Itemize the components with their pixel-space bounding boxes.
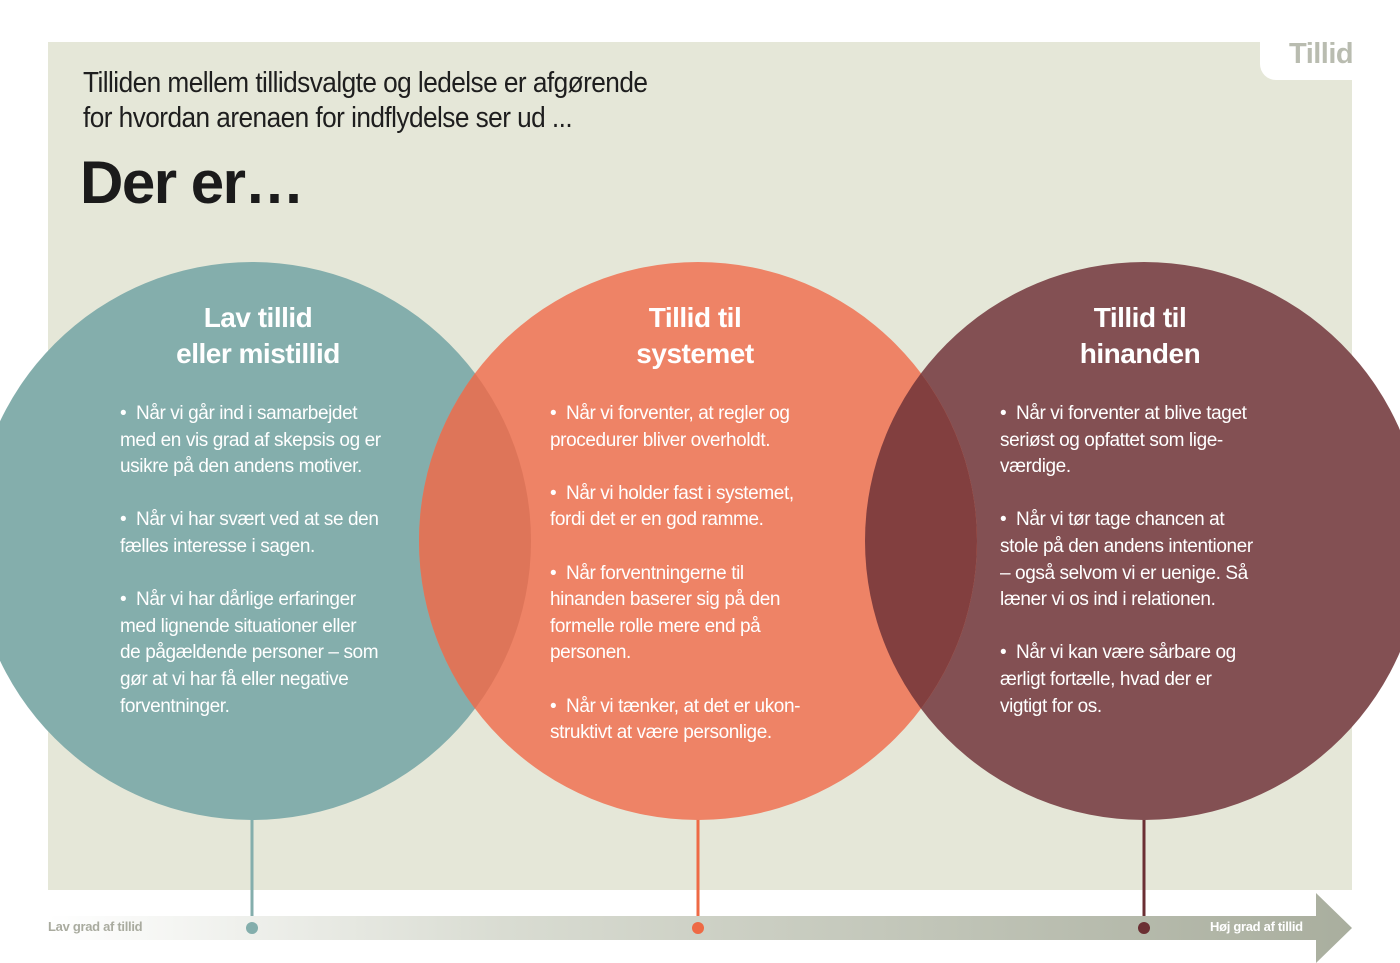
bullet-text: Når vi forventer at blive taget: [1016, 403, 1247, 424]
bullet-line: de pågældende personer – som: [120, 640, 381, 667]
page-title: Der er…: [80, 149, 304, 216]
bullet-text: stole på den andens intentioner: [1000, 535, 1253, 557]
bullet-line: • Når vi forventer at blive taget: [1000, 401, 1253, 428]
bullet-text: struktivt at være personlige.: [550, 722, 772, 744]
bullet-line: • Når vi kan være sårbare og: [1000, 640, 1253, 667]
bullet-line: gør at vi har få eller negative: [120, 667, 381, 694]
bullet-line: forventninger.: [120, 694, 381, 721]
heading-trust-each-other: Tillid til hinanden: [960, 300, 1320, 372]
bullet-line: • Når forventningerne til: [550, 561, 800, 588]
bullet-icon: •: [1000, 642, 1017, 664]
intro-text: Tilliden mellem tillidsvalgte og ledelse…: [83, 66, 648, 136]
intro-line: Tilliden mellem tillidsvalgte og ledelse…: [83, 67, 648, 99]
bullet-text: fælles interesse i sagen.: [120, 535, 315, 557]
bullet-line: hinanden baserer sig på den: [550, 587, 800, 614]
bullet-text: usikre på den andens motiver.: [120, 456, 362, 478]
bullet-text: procedurer bliver overholdt.: [550, 429, 771, 451]
bullet-icon: •: [120, 589, 137, 611]
bullet-text: Når vi holder fast i systemet,: [566, 482, 794, 504]
bullet-text: Når vi har svært ved at se den: [136, 509, 379, 531]
bullet-icon: •: [1000, 509, 1017, 531]
bullet-line: formelle rolle mere end på: [550, 614, 800, 641]
bullet-text: seriøst og opfattet som lige-: [1000, 429, 1223, 451]
bullet-line: • Når vi tør tage chancen at: [1000, 507, 1253, 534]
bullet-line: stole på den andens intentioner: [1000, 534, 1253, 561]
bullet-text: med lignende situationer eller: [120, 615, 357, 637]
bullet-icon: •: [120, 403, 137, 424]
bullet-line: procedurer bliver overholdt.: [550, 428, 800, 455]
intro-line: for hvordan arenaen for indflydelse ser …: [83, 102, 573, 134]
bullet-text: vigtigt for os.: [1000, 695, 1102, 717]
heading-line: Tillid til: [1093, 302, 1187, 333]
bullet-text: værdige.: [1000, 456, 1071, 478]
bullet-text: Når vi forventer, at regler og: [566, 403, 790, 424]
bullet-text: hinanden baserer sig på den: [550, 589, 781, 611]
bullet-line: seriøst og opfattet som lige-: [1000, 428, 1253, 455]
bullet-text: Når vi tør tage chancen at: [1016, 509, 1225, 531]
heading-line: Tillid til: [648, 302, 742, 333]
circle-trust-system: [419, 262, 977, 820]
section-tab: [1260, 30, 1400, 80]
bullet-line: med lignende situationer eller: [120, 614, 381, 641]
bullet-line: usikre på den andens motiver.: [120, 454, 381, 481]
bullet-line: • Når vi holder fast i systemet,: [550, 481, 800, 508]
bullet-text: forventninger.: [120, 695, 230, 717]
bullet-text: – også selvom vi er uenige. Så: [1000, 562, 1248, 584]
bullet-line: • Når vi går ind i samarbejdet: [120, 401, 381, 428]
heading-low-trust: Lav tillid eller mistillid: [78, 300, 438, 372]
bullet-text: personen.: [550, 642, 631, 664]
bullet-line: struktivt at være personlige.: [550, 720, 800, 747]
heading-trust-system: Tillid til systemet: [515, 300, 875, 372]
circle-trust-each-other: [865, 262, 1400, 820]
bullet-text: de pågældende personer – som: [120, 642, 379, 664]
bullet-icon: •: [550, 482, 567, 504]
bullet-text: gør at vi har få eller negative: [120, 668, 349, 690]
heading-line: eller mistillid: [176, 338, 340, 369]
bullet-line: værdige.: [1000, 454, 1253, 481]
bullet-text: fordi det er en god ramme.: [550, 509, 764, 531]
bullet-line: ærligt fortælle, hvad der er: [1000, 667, 1253, 694]
axis-dot-high: [1138, 922, 1150, 934]
axis-dot-low: [246, 922, 258, 934]
bullet-text: med en vis grad af skepsis og er: [120, 429, 381, 451]
bullet-line: fælles interesse i sagen.: [120, 534, 381, 561]
bullet-line: • Når vi tænker, at det er ukon-: [550, 694, 800, 721]
bullet-line: personen.: [550, 640, 800, 667]
heading-line: Lav tillid: [203, 302, 313, 333]
bullet-icon: •: [550, 403, 567, 424]
bullet-line: • Når vi forventer, at regler og: [550, 401, 800, 428]
bullet-icon: •: [550, 562, 567, 584]
bullet-line: fordi det er en god ramme.: [550, 507, 800, 534]
circle-low-trust: [0, 262, 531, 820]
bullet-icon: •: [550, 695, 567, 717]
bullet-text: Når vi tænker, at det er ukon-: [566, 695, 801, 717]
bullet-text: Når forventningerne til: [566, 562, 744, 584]
bullet-text: Når vi kan være sårbare og: [1016, 642, 1236, 664]
section-tab-label: Tillid: [1289, 38, 1354, 70]
bullet-text: Når vi har dårlige erfaringer: [136, 589, 356, 611]
bullet-text: læner vi os ind i relationen.: [1000, 589, 1216, 611]
bullet-line: • Når vi har svært ved at se den: [120, 507, 381, 534]
bullet-text: Når vi går ind i samarbejdet: [136, 403, 358, 424]
bullet-line: vigtigt for os.: [1000, 694, 1253, 721]
bullet-line: læner vi os ind i relationen.: [1000, 587, 1253, 614]
axis-high-label: Høj grad af tillid: [1210, 919, 1303, 934]
bullet-line: • Når vi har dårlige erfaringer: [120, 587, 381, 614]
heading-line: systemet: [636, 338, 754, 369]
bullet-line: med en vis grad af skepsis og er: [120, 428, 381, 455]
bullet-icon: •: [1000, 403, 1017, 424]
bullet-text: ærligt fortælle, hvad der er: [1000, 668, 1212, 690]
bullet-icon: •: [120, 509, 137, 531]
heading-line: hinanden: [1079, 338, 1201, 369]
axis-dot-mid: [692, 922, 704, 934]
axis-low-label: Lav grad af tillid: [48, 919, 143, 934]
bullet-text: formelle rolle mere end på: [550, 615, 761, 637]
bullet-line: – også selvom vi er uenige. Så: [1000, 561, 1253, 588]
